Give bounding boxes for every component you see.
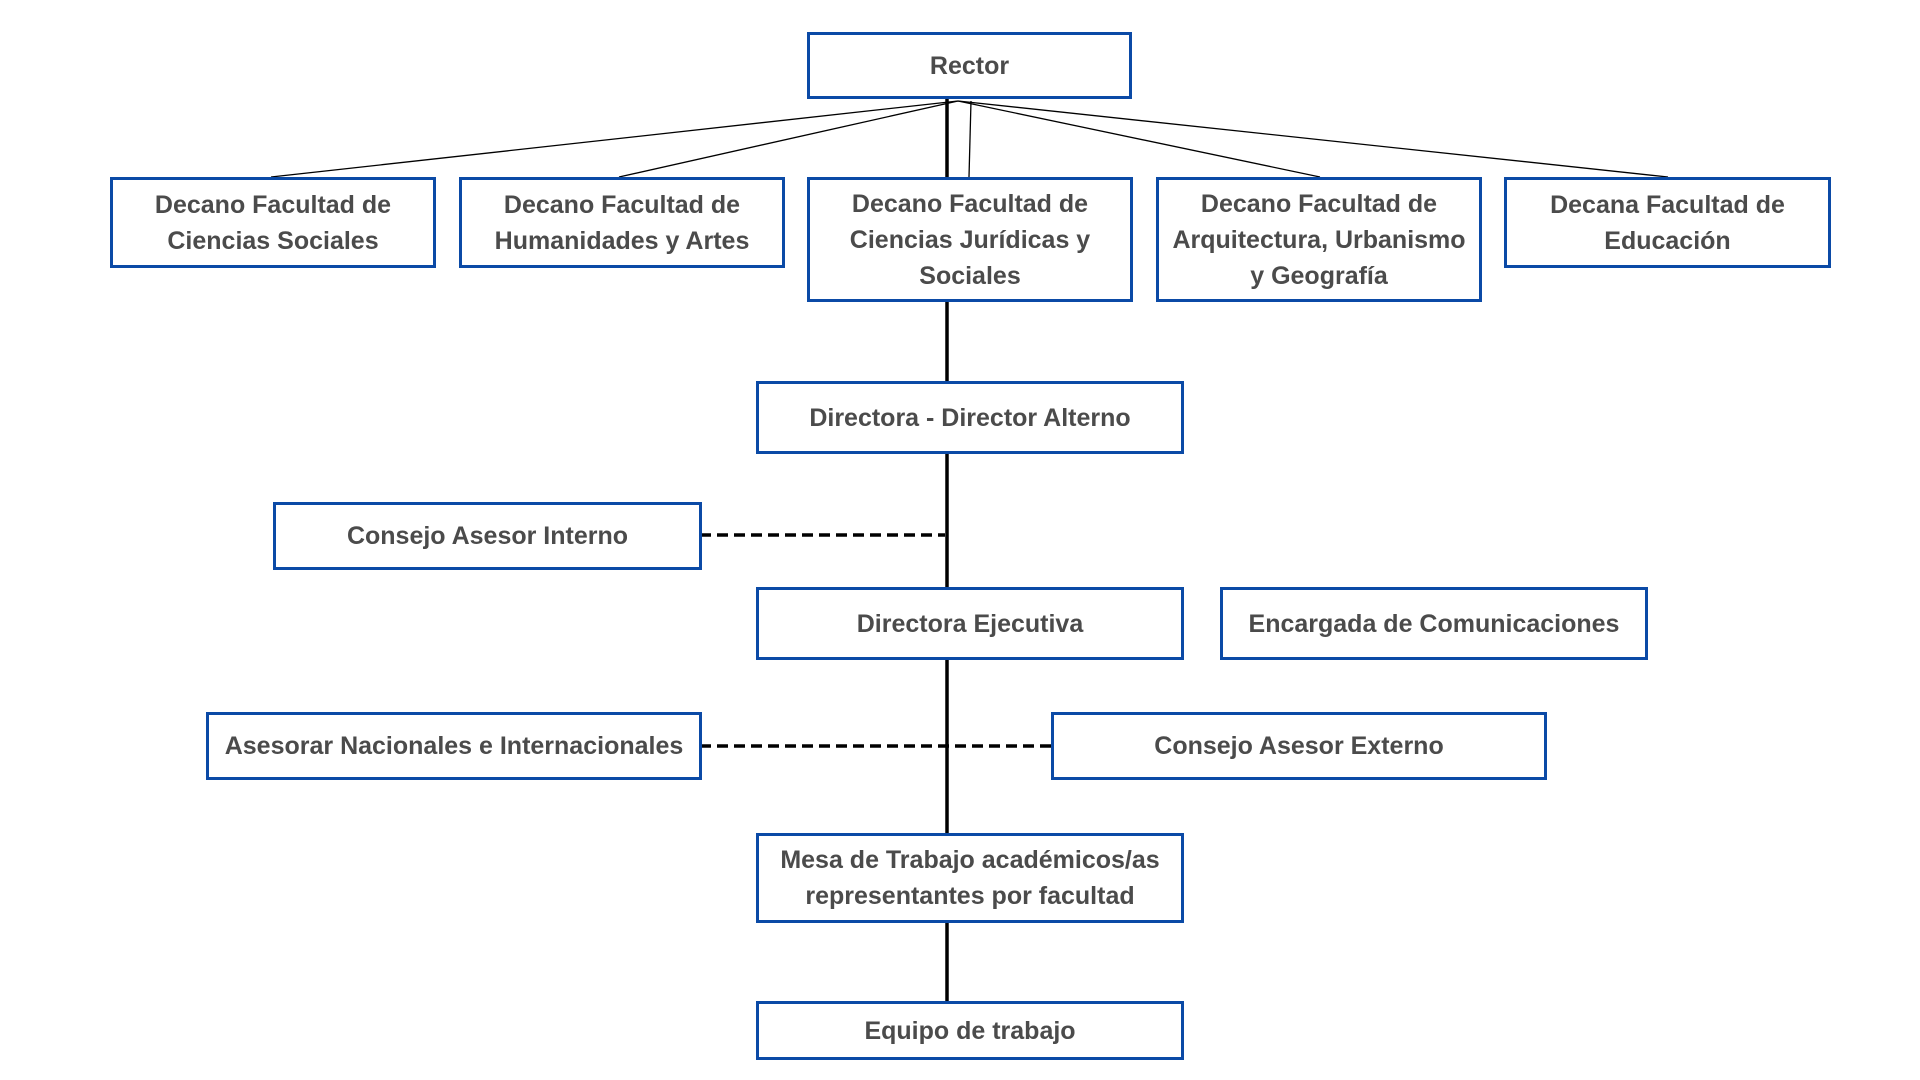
decano-humanidades-box: Decano Facultad de Humanidades y Artes [459,177,785,268]
directora-ejecutiva-label: Directora Ejecutiva [856,609,1084,638]
advisory-links [700,533,1052,748]
decano-humanidades-label: Decano Facultad de Humanidades y Artes [494,190,750,255]
rector-label: Rector [929,51,1010,80]
decana-educacion-box: Decana Facultad de Educación [1504,177,1831,268]
link-rector-humanidades [618,100,959,178]
directora-alterno-box: Directora - Director Alterno [756,381,1184,454]
decano-arquitectura-box: Decano Facultad de Arquitectura, Urbanis… [1156,177,1482,302]
encargada-comunicaciones-box: Encargada de Comunicaciones [1220,587,1648,660]
consejo-interno-box: Consejo Asesor Interno [273,502,702,570]
consejo-externo-label: Consejo Asesor Externo [1154,732,1444,760]
decano-arquitectura-label: Decano Facultad de Arquitectura, Urbanis… [1172,189,1466,290]
equipo-trabajo-box: Equipo de trabajo [756,1001,1184,1060]
directora-ejecutiva-box: Directora Ejecutiva [756,587,1184,660]
decano-ciencias-sociales-label: Decano Facultad de Ciencias Sociales [154,190,392,255]
directora-alterno-label: Directora - Director Alterno [809,403,1131,432]
decano-ciencias-sociales-box: Decano Facultad de Ciencias Sociales [110,177,436,268]
asesorar-nacionales-label: Asesorar Nacionales e Internacionales [224,732,684,760]
asesorar-nacionales-box: Asesorar Nacionales e Internacionales [206,712,702,780]
link-rector-ciencias-sociales [270,100,959,178]
link-rector-educacion [957,100,1669,178]
mesa-trabajo-box: Mesa de Trabajo académicos/as representa… [756,833,1184,923]
decano-juridicas-box: Decano Facultad de Ciencias Jurídicas y … [807,177,1133,302]
link-rector-juridicas [968,100,972,178]
decano-juridicas-label: Decano Facultad de Ciencias Jurídicas y … [849,189,1091,290]
decana-educacion-label: Decana Facultad de Educación [1550,190,1785,255]
encargada-comunicaciones-label: Encargada de Comunicaciones [1248,609,1620,638]
consejo-externo-box: Consejo Asesor Externo [1051,712,1547,780]
link-rector-arquitectura [957,100,1321,178]
equipo-trabajo-label: Equipo de trabajo [864,1016,1076,1045]
rector-box: Rector [807,32,1132,99]
consejo-interno-label: Consejo Asesor Interno [346,522,629,550]
rector-dean-links [270,100,1669,178]
mesa-trabajo-label: Mesa de Trabajo académicos/as representa… [780,846,1160,910]
